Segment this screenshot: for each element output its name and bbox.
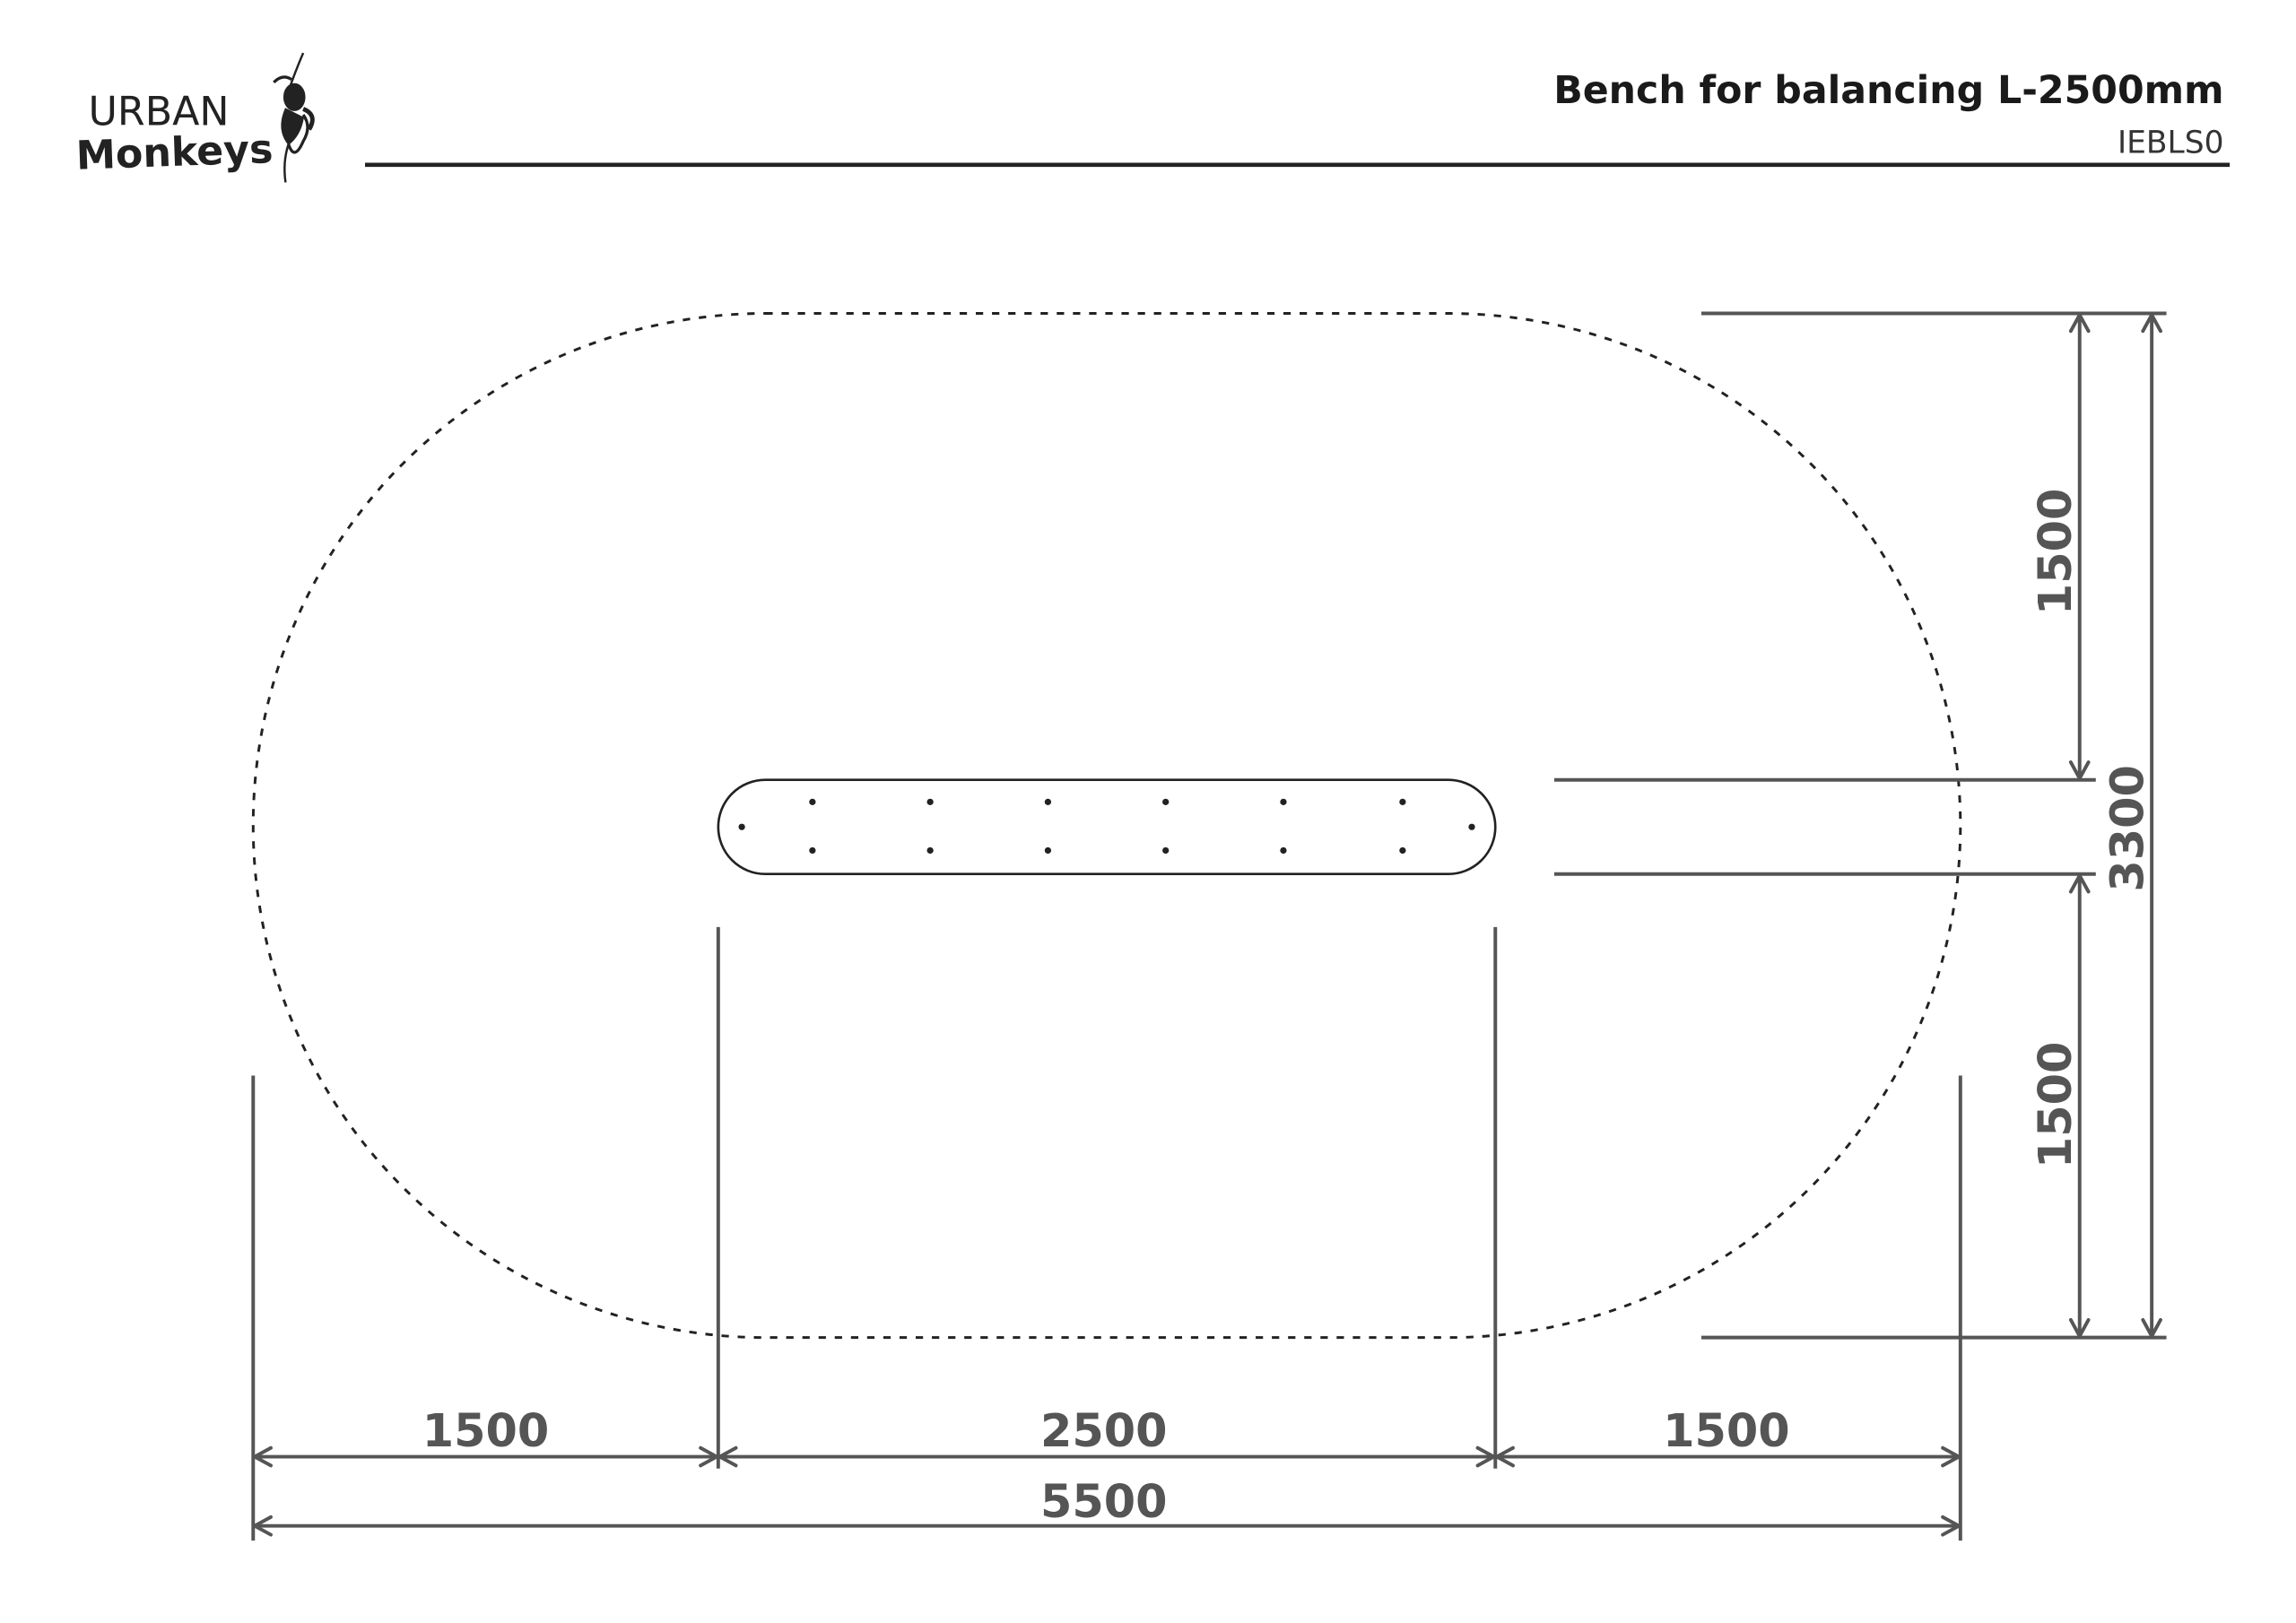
logo-line2: Monkeys <box>75 126 274 179</box>
bench-bolt-holes <box>738 798 1475 855</box>
dim-bottom-left: 1500 <box>422 1404 550 1457</box>
dim-right-total: 3300 <box>2100 765 2153 892</box>
dim-right-upper: 1500 <box>2029 489 2082 616</box>
product-code: IEBLS0 <box>2118 126 2224 161</box>
safety-zone-outline <box>251 312 1962 1340</box>
bench-plan <box>717 778 1497 876</box>
logo-line1: URBAN <box>88 89 229 135</box>
dim-right-lower: 1500 <box>2029 1042 2082 1169</box>
dim-bottom-right: 1500 <box>1663 1404 1790 1457</box>
product-title: Bench for balancing L-2500mm <box>1553 68 2223 113</box>
horizontal-dimensions: 1500 2500 1500 5500 <box>251 926 1962 1541</box>
monkey-icon <box>273 52 315 183</box>
dim-bottom-middle: 2500 <box>1040 1404 1168 1457</box>
dim-bottom-total: 5500 <box>1040 1475 1168 1528</box>
bench-outline <box>717 778 1497 876</box>
vertical-dimensions: 1500 1500 3300 <box>1553 311 2167 1340</box>
urban-monkeys-logo: URBAN Monkeys <box>75 52 315 183</box>
